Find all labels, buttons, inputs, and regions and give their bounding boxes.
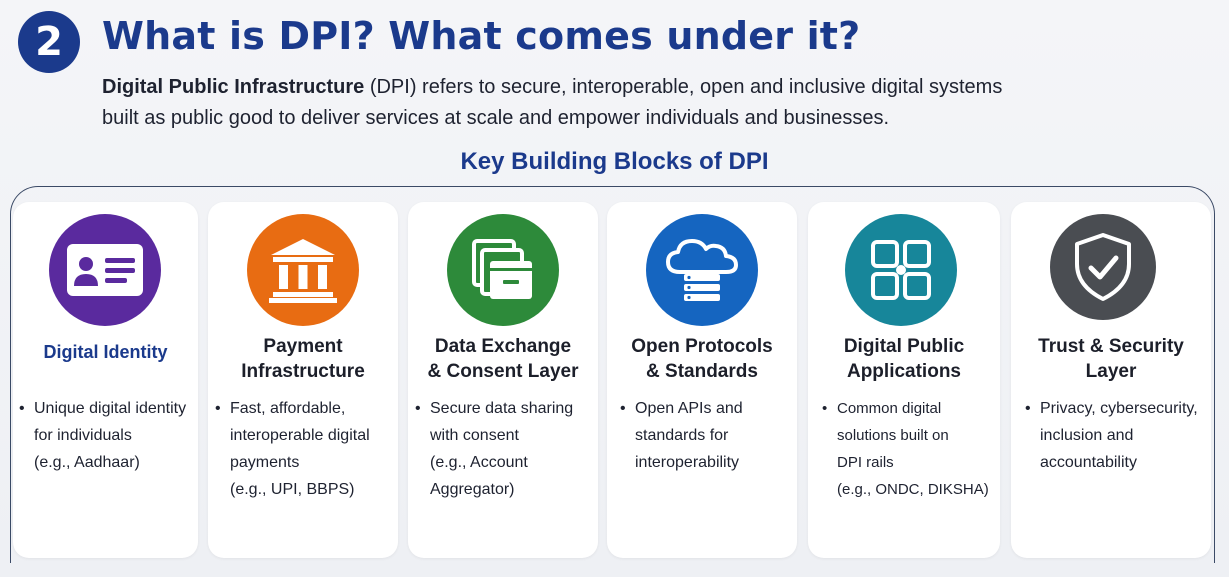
desc-line: Common digital [837,400,942,417]
bullet-marker: • [620,400,626,417]
desc-line: (e.g., Account [430,454,528,471]
block-title-line: Infrastructure [241,361,365,382]
bullet-marker: • [415,400,421,417]
block-description: • Privacy, cybersecurity, inclusion and … [1025,395,1198,476]
block-title-line: Open Protocols [631,336,773,357]
shield-check-icon [1075,233,1131,301]
folder-stack-icon [472,239,532,299]
section-heading: Key Building Blocks of DPI [460,148,769,175]
block-title: Payment Infrastructure [208,334,398,384]
desc-line: solutions built on [837,427,949,444]
section-number: 2 [35,19,63,65]
block-title-line: Trust & Security [1038,336,1184,357]
block-icon-circle [1050,214,1156,320]
block-description: • Fast, affordable, interoperable digita… [215,395,370,503]
desc-line: standards for [635,427,729,444]
bullet-marker: • [215,400,221,417]
desc-line: (e.g., Aadhaar) [34,454,140,471]
block-title: Digital Identity [13,340,198,365]
intro-text: Digital Public Infrastructure (DPI) refe… [102,72,1102,134]
id-card-icon [67,244,143,296]
block-title: Data Exchange & Consent Layer [408,334,598,384]
intro-line2: built as public good to deliver services… [102,107,890,129]
block-card-open-protocols: Open Protocols & Standards • Open APIs a… [607,202,797,558]
block-card-digital-public-applications: Digital Public Applications • Common dig… [808,202,1000,558]
block-title-line: Digital Identity [43,342,168,362]
desc-line: inclusion and [1040,427,1134,444]
block-title-line: Applications [846,361,961,382]
desc-line: Unique digital identity [34,400,187,417]
block-title-line: & Standards [646,361,758,382]
desc-line: Secure data sharing [430,400,574,417]
block-icon-circle [845,214,957,326]
bank-icon [269,239,337,303]
block-icon-circle [247,214,359,326]
app-grid-icon [871,240,931,300]
block-icon-circle [49,214,161,326]
bullet-marker: • [19,400,25,417]
desc-line: (e.g., ONDC, DIKSHA) [837,481,989,498]
desc-line: Aggregator) [430,481,515,498]
block-title: Digital Public Applications [808,334,1000,384]
desc-line: DPI rails [837,454,894,471]
block-title-line: Layer [1085,361,1137,382]
block-icon-circle [646,214,758,326]
desc-line: interoperable digital [230,427,370,444]
desc-line: accountability [1040,454,1137,471]
cloud-server-icon [666,239,738,301]
block-card-trust-security: Trust & Security Layer • Privacy, cybers… [1011,202,1211,558]
block-card-data-exchange: Data Exchange & Consent Layer • Secure d… [408,202,598,558]
block-description: • Secure data sharing with consent (e.g.… [415,395,573,503]
intro-bold-term: Digital Public Infrastructure [102,76,365,98]
block-title-line: & Consent Layer [427,361,579,382]
desc-line: with consent [430,427,519,444]
desc-line: Privacy, cybersecurity, [1040,400,1198,417]
page-title: What is DPI? What comes under it? [102,14,861,58]
desc-line: payments [230,454,300,471]
desc-line: Fast, affordable, [230,400,346,417]
block-card-payment-infrastructure: Payment Infrastructure • Fast, affordabl… [208,202,398,558]
desc-line: for individuals [34,427,132,444]
block-card-digital-identity: Digital Identity • Unique digital identi… [13,202,198,558]
block-title-line: Data Exchange [434,336,572,357]
desc-line: Open APIs and [635,400,743,417]
block-title: Trust & Security Layer [1011,334,1211,384]
block-title-line: Payment [263,336,343,357]
block-description: • Unique digital identity for individual… [19,395,186,476]
block-title-line: Digital Public [843,336,965,357]
bullet-marker: • [1025,400,1031,417]
desc-line: (e.g., UPI, BBPS) [230,481,355,498]
bullet-marker: • [822,400,828,417]
block-icon-circle [447,214,559,326]
block-title: Open Protocols & Standards [607,334,797,384]
desc-line: interoperability [635,454,740,471]
intro-line1-rest: (DPI) refers to secure, interoperable, o… [364,76,1003,98]
block-description: • Open APIs and standards for interopera… [620,395,743,476]
block-description: • Common digital solutions built on DPI … [822,395,989,503]
section-number-badge: 2 [18,11,80,73]
blocks-frame [10,186,1215,563]
